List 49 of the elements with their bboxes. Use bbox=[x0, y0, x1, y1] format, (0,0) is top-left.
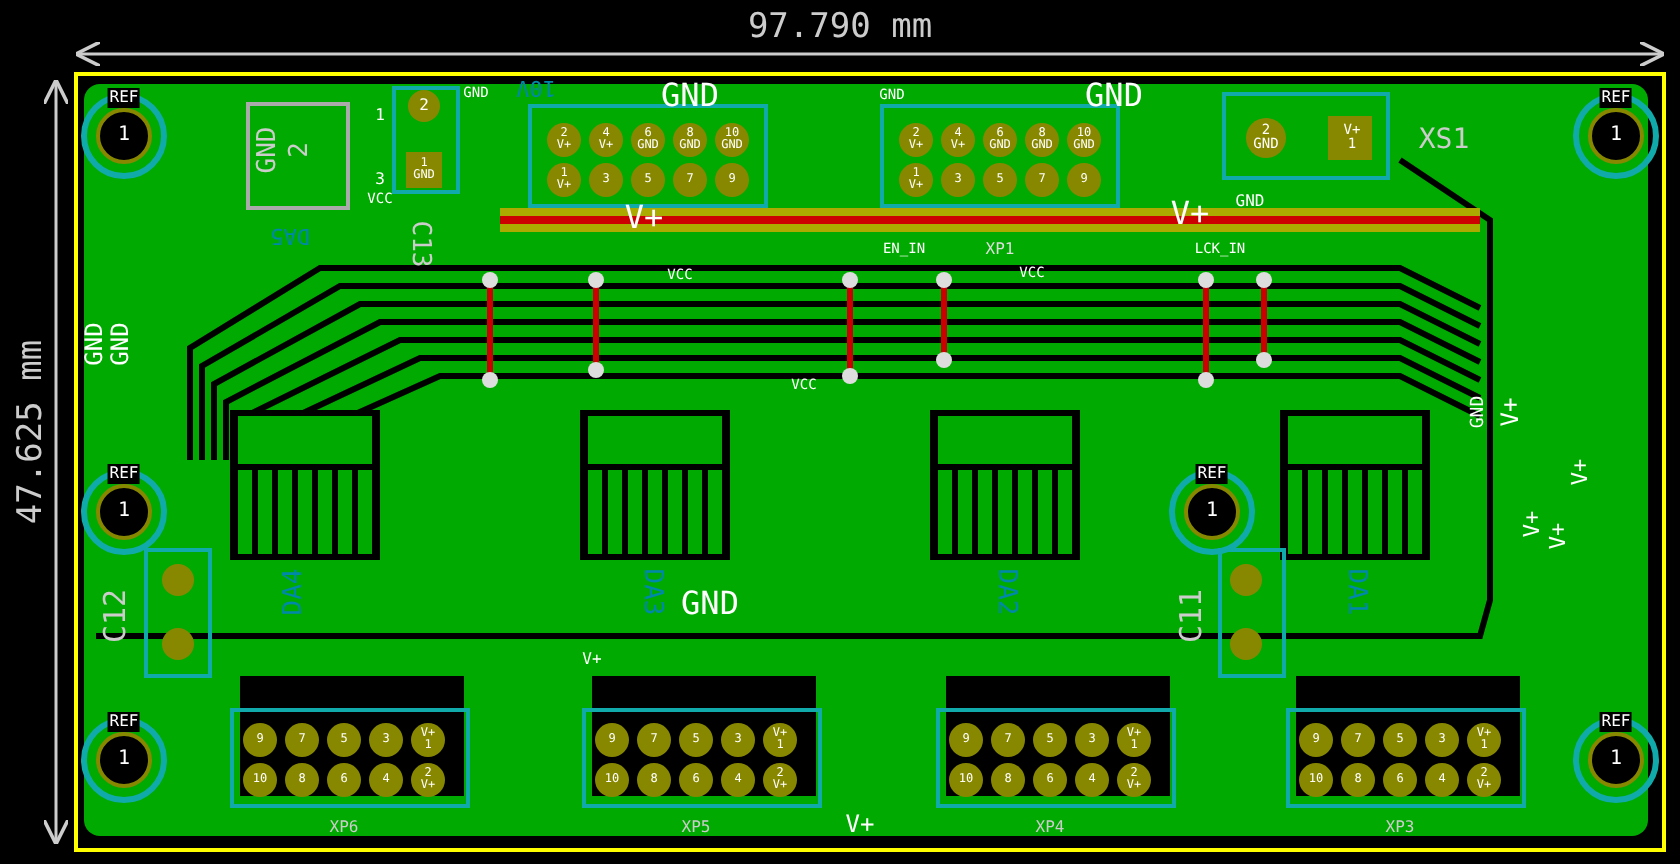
reference-designator: XS1 bbox=[1418, 126, 1470, 154]
net-label: V+ bbox=[1521, 510, 1543, 538]
reference-designator: XP6 bbox=[329, 820, 359, 836]
pad-number: 1 bbox=[1205, 502, 1219, 522]
pad-number: 1 bbox=[1609, 126, 1623, 146]
reference-designator: DA4 bbox=[281, 568, 307, 616]
pad-number: 1 bbox=[117, 126, 131, 146]
net-label: V+ bbox=[1569, 458, 1591, 486]
pad-number: 1 bbox=[1609, 750, 1623, 770]
net-label: GND bbox=[661, 80, 719, 112]
hole-label: REF bbox=[107, 464, 141, 484]
net-label: GND bbox=[82, 322, 106, 366]
reference-designator: XP4 bbox=[1035, 820, 1065, 836]
reference-designator: XP3 bbox=[1385, 820, 1415, 836]
pad-number: 1 bbox=[117, 750, 131, 770]
dimension-label: 47.625 mm bbox=[15, 339, 49, 525]
hole-label: REF bbox=[1195, 464, 1229, 484]
pad-number: 1 bbox=[117, 502, 131, 522]
reference-designator: C11 bbox=[1177, 588, 1207, 644]
pin-number: 2 bbox=[419, 98, 429, 114]
net-label: V+ bbox=[582, 652, 602, 668]
hole-label: REF bbox=[107, 712, 141, 732]
reference-designator: XP1 bbox=[985, 242, 1015, 258]
net-label: GND bbox=[1235, 194, 1265, 210]
net-label: GND bbox=[1085, 80, 1143, 112]
pin-number: 3 bbox=[375, 172, 385, 188]
hole-label: REF bbox=[1599, 88, 1633, 108]
reference-designator: DA2 bbox=[993, 568, 1019, 616]
reference-designator: DA1 bbox=[1343, 568, 1369, 616]
net-label: V+ bbox=[1498, 397, 1522, 427]
net-label: GND bbox=[255, 126, 281, 174]
hole-label: REF bbox=[107, 88, 141, 108]
net-label: GND bbox=[108, 322, 132, 366]
value-label: 10V bbox=[516, 77, 556, 99]
net-label: V+ bbox=[624, 202, 664, 234]
net-label: V+ bbox=[1170, 198, 1210, 230]
net-label: GND bbox=[1471, 395, 1489, 429]
pin-number: 2 bbox=[287, 142, 313, 158]
net-label: GND bbox=[681, 588, 739, 620]
reference-designator: C13 bbox=[407, 220, 433, 268]
reference-designator: DA5 bbox=[270, 225, 310, 247]
pin-number: 1 bbox=[375, 108, 385, 124]
hole-label: REF bbox=[1599, 712, 1633, 732]
reference-designator: XP5 bbox=[681, 820, 711, 836]
dimension-label: 97.790 mm bbox=[747, 11, 933, 45]
net-label: V+ bbox=[845, 812, 875, 836]
reference-designator: C12 bbox=[101, 588, 131, 644]
reference-designator: DA3 bbox=[639, 568, 665, 616]
net-label: V+ bbox=[1547, 522, 1569, 550]
